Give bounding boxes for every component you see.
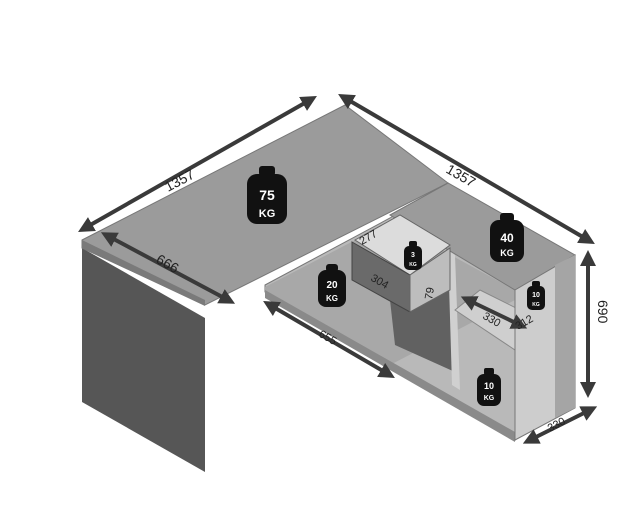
dimension-arrow-330-bottom	[522, 406, 598, 444]
drawer-side	[409, 247, 451, 313]
weight-unit: KG	[409, 262, 417, 268]
weight-value: 20	[326, 280, 338, 291]
weight-value: 10	[532, 292, 540, 299]
dimension-arrow-655	[263, 300, 395, 379]
dimension-arrow-666	[100, 232, 236, 304]
weight-icon-10kg-bottom: 10 KG	[477, 368, 501, 406]
left-end-panel	[82, 248, 205, 472]
weight-icon-75kg: 75 KG	[247, 166, 287, 224]
weight-icon-20kg: 20 KG	[318, 264, 346, 307]
weight-unit: KG	[259, 208, 276, 220]
weight-unit: KG	[532, 302, 540, 308]
weight-icon-3kg: 3 KG	[404, 241, 422, 270]
dimension-arrow-1357-left	[78, 96, 317, 232]
weight-value: 3	[411, 252, 415, 259]
dim-label-79: 79	[423, 286, 437, 300]
cabinet-divider	[448, 250, 460, 390]
dimension-arrow-330-shelf	[460, 296, 528, 329]
cabinet-side-back	[555, 255, 575, 418]
weight-unit: KG	[484, 395, 495, 402]
weight-value: 40	[500, 231, 514, 245]
weight-value: 10	[484, 381, 494, 391]
weight-unit: KG	[326, 294, 338, 303]
dim-label-690: 690	[595, 300, 611, 324]
weight-value: 75	[259, 187, 275, 203]
weight-icon-10kg-side: 10 KG	[527, 281, 545, 310]
weight-icon-40kg: 40 KG	[490, 213, 524, 262]
dimension-arrow-1357-right	[338, 93, 595, 245]
weight-unit: KG	[500, 248, 514, 258]
